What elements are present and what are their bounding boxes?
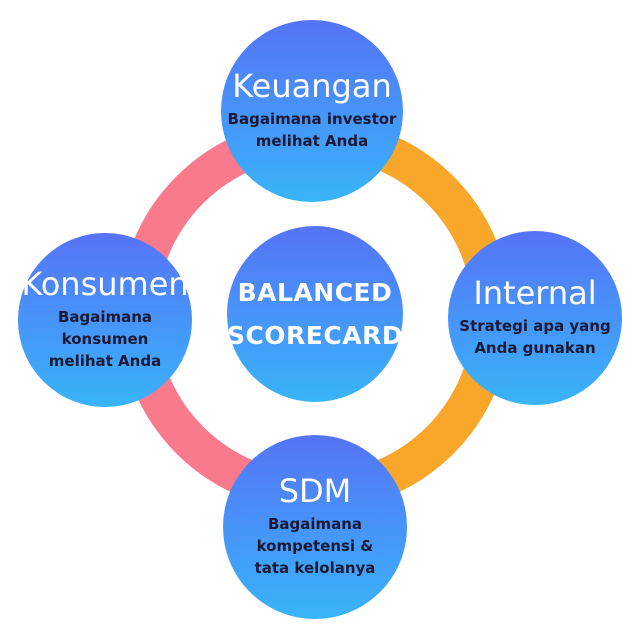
node-sdm: SDM Bagaimana kompetensi & tata kelolany… (223, 435, 407, 619)
node-sdm-subtitle: Bagaimana kompetensi & tata kelolanya (254, 515, 376, 577)
node-balanced-scorecard-center: BALANCED SCORECARD (227, 226, 403, 402)
node-keuangan-title: Keuangan (232, 67, 392, 106)
node-konsumen-subtitle: Bagaimana konsumen melihat Anda (48, 308, 162, 370)
node-internal-title: Internal (473, 274, 597, 313)
node-sdm-title: SDM (278, 472, 352, 511)
node-konsumen: Konsumen Bagaimana konsumen melihat Anda (18, 233, 192, 407)
node-keuangan-subtitle: Bagaimana investor melihat Anda (227, 110, 397, 150)
center-title: BALANCED SCORECARD (226, 278, 404, 350)
node-konsumen-title: Konsumen (21, 265, 189, 304)
node-internal-subtitle: Strategi apa yang Anda gunakan (459, 317, 611, 357)
node-keuangan: Keuangan Bagaimana investor melihat Anda (221, 20, 403, 202)
node-internal: Internal Strategi apa yang Anda gunakan (448, 231, 622, 405)
